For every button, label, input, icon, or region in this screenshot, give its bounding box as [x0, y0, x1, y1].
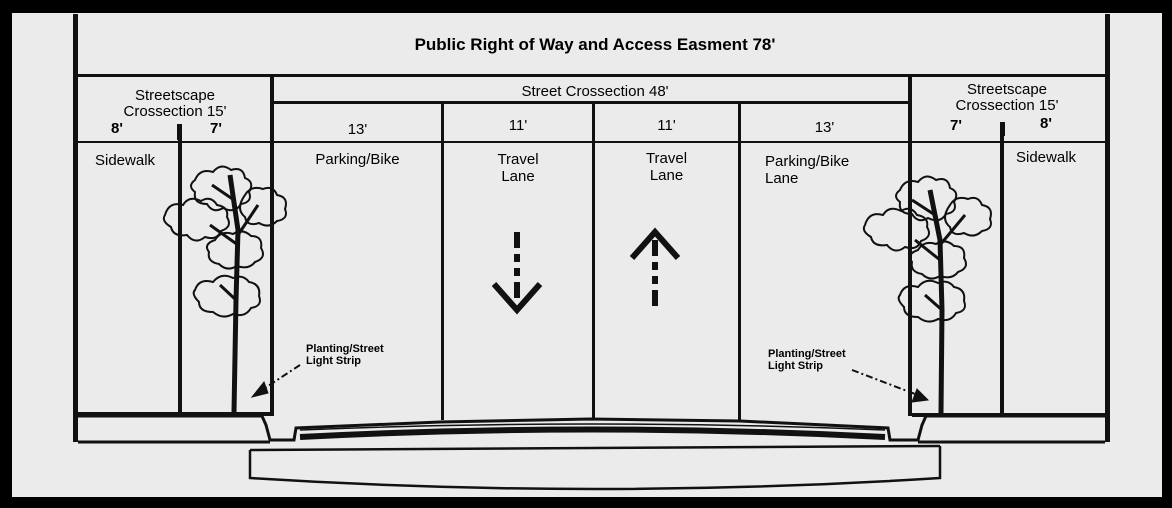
left-ground-line: [78, 412, 270, 416]
lane-4-width: 13': [814, 119, 835, 136]
tree-icon: [162, 165, 287, 413]
down-arrow-icon: [491, 232, 543, 315]
lane-3-name: Travel Lane: [645, 150, 688, 184]
lane-line-2: [592, 102, 595, 420]
right-streetscape-boundary: [908, 74, 912, 416]
lane-1-width: 13': [347, 121, 368, 138]
left-streetscape-label: Streetscape Crossection 15': [123, 87, 227, 120]
left-width-tick: [177, 124, 182, 140]
lane-1-name: Parking/Bike: [315, 151, 400, 168]
lane-line-3: [738, 102, 741, 420]
street-crossection-label: Street Crossection 48': [521, 83, 669, 100]
lane-3-width: 11': [657, 117, 676, 134]
title-divider: [78, 74, 1105, 77]
street-label-divider: [272, 101, 910, 104]
dashed-arrow-icon: [250, 364, 301, 398]
right-sidewalk-label: Sidewalk: [1016, 149, 1077, 166]
right-streetscape-label: Streetscape Crossection 15': [955, 81, 1059, 114]
up-arrow-icon: [629, 227, 681, 306]
dashed-arrow-icon: [851, 369, 930, 403]
tree-icon: [862, 175, 992, 414]
left-planting-annotation: Planting/Street Light Strip: [306, 343, 384, 367]
page-title: Public Right of Way and Access Easment 7…: [414, 35, 776, 54]
lane-2-name: Travel Lane: [497, 151, 539, 185]
right-width-tick: [1000, 122, 1005, 136]
lane-4-name: Parking/Bike Lane: [765, 153, 850, 187]
width-row-divider: [78, 141, 1105, 143]
lane-2-width: 11': [508, 117, 528, 134]
left-streetscape-boundary: [270, 74, 274, 416]
right-sidewalk-line: [1000, 127, 1004, 415]
right-planting-annotation: Planting/Street Light Strip: [768, 348, 846, 372]
left-sidewalk-label: Sidewalk: [95, 152, 156, 169]
left-sidewalk-width: 8': [111, 120, 123, 137]
right-planting-width: 7': [950, 117, 962, 134]
outer-right-line: [1105, 14, 1110, 442]
outer-left-line: [73, 14, 78, 442]
lane-line-1: [441, 102, 444, 420]
road-section: [78, 414, 1105, 491]
left-sidewalk-line: [178, 127, 182, 415]
left-planting-width: 7': [210, 120, 222, 137]
right-sidewalk-width: 8': [1040, 115, 1052, 132]
